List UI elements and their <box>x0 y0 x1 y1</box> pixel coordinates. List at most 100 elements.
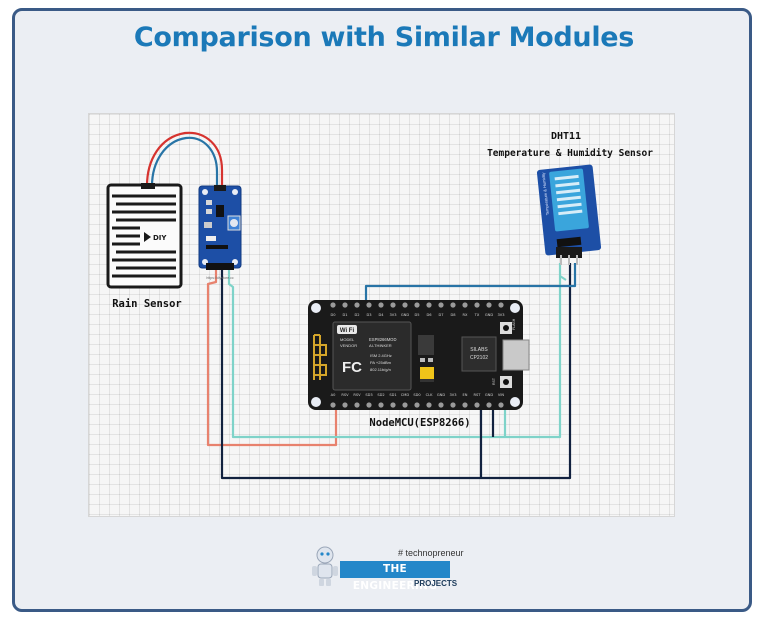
top-header-pin <box>354 302 360 308</box>
logo-robot-icon <box>312 546 338 586</box>
bottom-header-pin <box>378 402 384 408</box>
top-header-pin <box>450 302 456 308</box>
wifi-logo-text: Wi Fi <box>340 328 355 334</box>
wire-blue-jumper <box>150 136 219 187</box>
chip-freq: ISM 2.4GHz <box>370 353 392 358</box>
top-header-pin <box>474 302 480 308</box>
top-header-pin <box>402 302 408 308</box>
rain-sensor-label: Rain Sensor <box>112 298 182 310</box>
top-header-pin <box>426 302 432 308</box>
bottom-header-pin <box>474 402 480 408</box>
rain-sensor-pad: DIY <box>106 183 183 289</box>
top-header-pin <box>462 302 468 308</box>
wire-teal-dht <box>559 263 567 281</box>
bottom-header-pin-label: 3V3 <box>449 393 456 397</box>
logo-subbrand: PROJECTS <box>414 579 458 588</box>
wire-blue-data <box>364 263 577 300</box>
bottom-header-pin <box>486 402 492 408</box>
top-header-pin-label: GND <box>485 313 493 317</box>
bottom-header-pin <box>498 402 504 408</box>
top-header-pin-label: D1 <box>342 313 347 317</box>
top-header-pin <box>486 302 492 308</box>
top-header-pin-label: RX <box>463 313 468 317</box>
bottom-header-pin-label: GND <box>485 393 493 397</box>
usb-chip-model: CP2102 <box>470 355 488 361</box>
top-header-pin <box>498 302 504 308</box>
wifi-icon <box>337 325 357 334</box>
bottom-header-pin <box>414 402 420 408</box>
fcc-logo: FC <box>342 359 362 376</box>
antenna-trace <box>313 334 327 380</box>
bottom-header-pin <box>366 402 372 408</box>
top-header-pin <box>342 302 348 308</box>
page-title: Comparison with Similar Modules <box>133 22 635 53</box>
top-header-pin-label: D5 <box>414 313 419 317</box>
bottom-header-pin-label: VIN <box>498 393 505 397</box>
bottom-header-pin <box>342 402 348 408</box>
chip-name: ESP8266MOD <box>369 337 396 342</box>
wire-navy-gnd <box>220 263 572 480</box>
bottom-header-pin <box>330 402 336 408</box>
bottom-header-pin <box>450 402 456 408</box>
wire-red-jumper <box>145 131 224 187</box>
bottom-header-pin <box>426 402 432 408</box>
vendor-text: VENDOR <box>340 343 357 348</box>
bottom-header-pin-label: RSV <box>353 393 361 397</box>
top-header-pin-label: TX <box>474 313 480 317</box>
top-header-pin <box>330 302 336 308</box>
top-header-pin <box>438 302 444 308</box>
wire-salmon-a0 <box>206 270 338 447</box>
bottom-header-pin-label: RSV <box>341 393 349 397</box>
usb-uart-chip <box>461 336 497 372</box>
micro-usb-port <box>502 339 530 371</box>
bottom-header-pin-label: GND <box>437 393 445 397</box>
top-header-pin-label: D2 <box>354 313 359 317</box>
logo-brand: THE ENGINEERING <box>340 561 450 592</box>
dht11-module: Temperature & Humidity <box>536 164 602 265</box>
bottom-header-pin <box>462 402 468 408</box>
top-header-pin-label: D0 <box>330 313 336 317</box>
bottom-header-pin-label: CLK <box>426 393 434 397</box>
top-header-pin-label: 3V3 <box>389 313 396 317</box>
top-header-pin <box>366 302 372 308</box>
bottom-header-pin-label: SD1 <box>389 393 396 397</box>
chip-pa: PA +25dBm <box>370 360 392 365</box>
bottom-header-pin-label: RST <box>474 393 482 397</box>
top-header-pin-label: D7 <box>438 313 443 317</box>
top-header-pin-label: D8 <box>450 313 456 317</box>
model-text: MODEL <box>340 337 355 342</box>
bottom-header-pin-label: A0 <box>331 393 336 397</box>
flash-label: FLASH <box>512 318 516 330</box>
bottom-header-pin <box>438 402 444 408</box>
top-header-pin <box>390 302 396 308</box>
dht11-subtitle: Temperature & Humidity Sensor <box>487 148 653 159</box>
bottom-header-pin-label: EN <box>463 393 468 397</box>
bottom-header-pin-label: CMD <box>401 393 410 397</box>
dht11-side-label: Temperature & Humidity <box>541 172 550 215</box>
top-header-pin-label: D6 <box>426 313 432 317</box>
top-header-pin-label: GND <box>401 313 409 317</box>
bottom-header-pin <box>354 402 360 408</box>
bottom-header-pin-label: SD0 <box>413 393 421 397</box>
bottom-header-pin <box>402 402 408 408</box>
wires <box>145 131 577 480</box>
top-header-pin-label: 3V3 <box>497 313 504 317</box>
logo-tagline: # technopreneur <box>398 548 464 558</box>
top-header-pin-label: D3 <box>366 313 371 317</box>
rain-pad-logo-text: DIY <box>153 234 167 242</box>
dht11-title: DHT11 <box>551 131 581 142</box>
play-logo-icon <box>144 232 151 242</box>
chip-vendor: AI-THINKER <box>369 343 392 348</box>
wire-teal-3v3 <box>227 263 562 439</box>
nodemcu-label: NodeMCU(ESP8266) <box>369 417 470 429</box>
top-header-pin-label: D4 <box>378 313 384 317</box>
chip-std: 802.11b/g/n <box>370 367 391 372</box>
top-header-pin <box>378 302 384 308</box>
bottom-header-pin-label: SD3 <box>365 393 372 397</box>
rst-label: RST <box>492 377 496 385</box>
bottom-header-pin-label: SD2 <box>377 393 384 397</box>
nodemcu-top-header: D0 D1 D2 D3 D4 3V3 GND D5 D6 D7 D8 RX TX GND 3V3 <box>330 302 505 317</box>
bottom-header-pin <box>390 402 396 408</box>
